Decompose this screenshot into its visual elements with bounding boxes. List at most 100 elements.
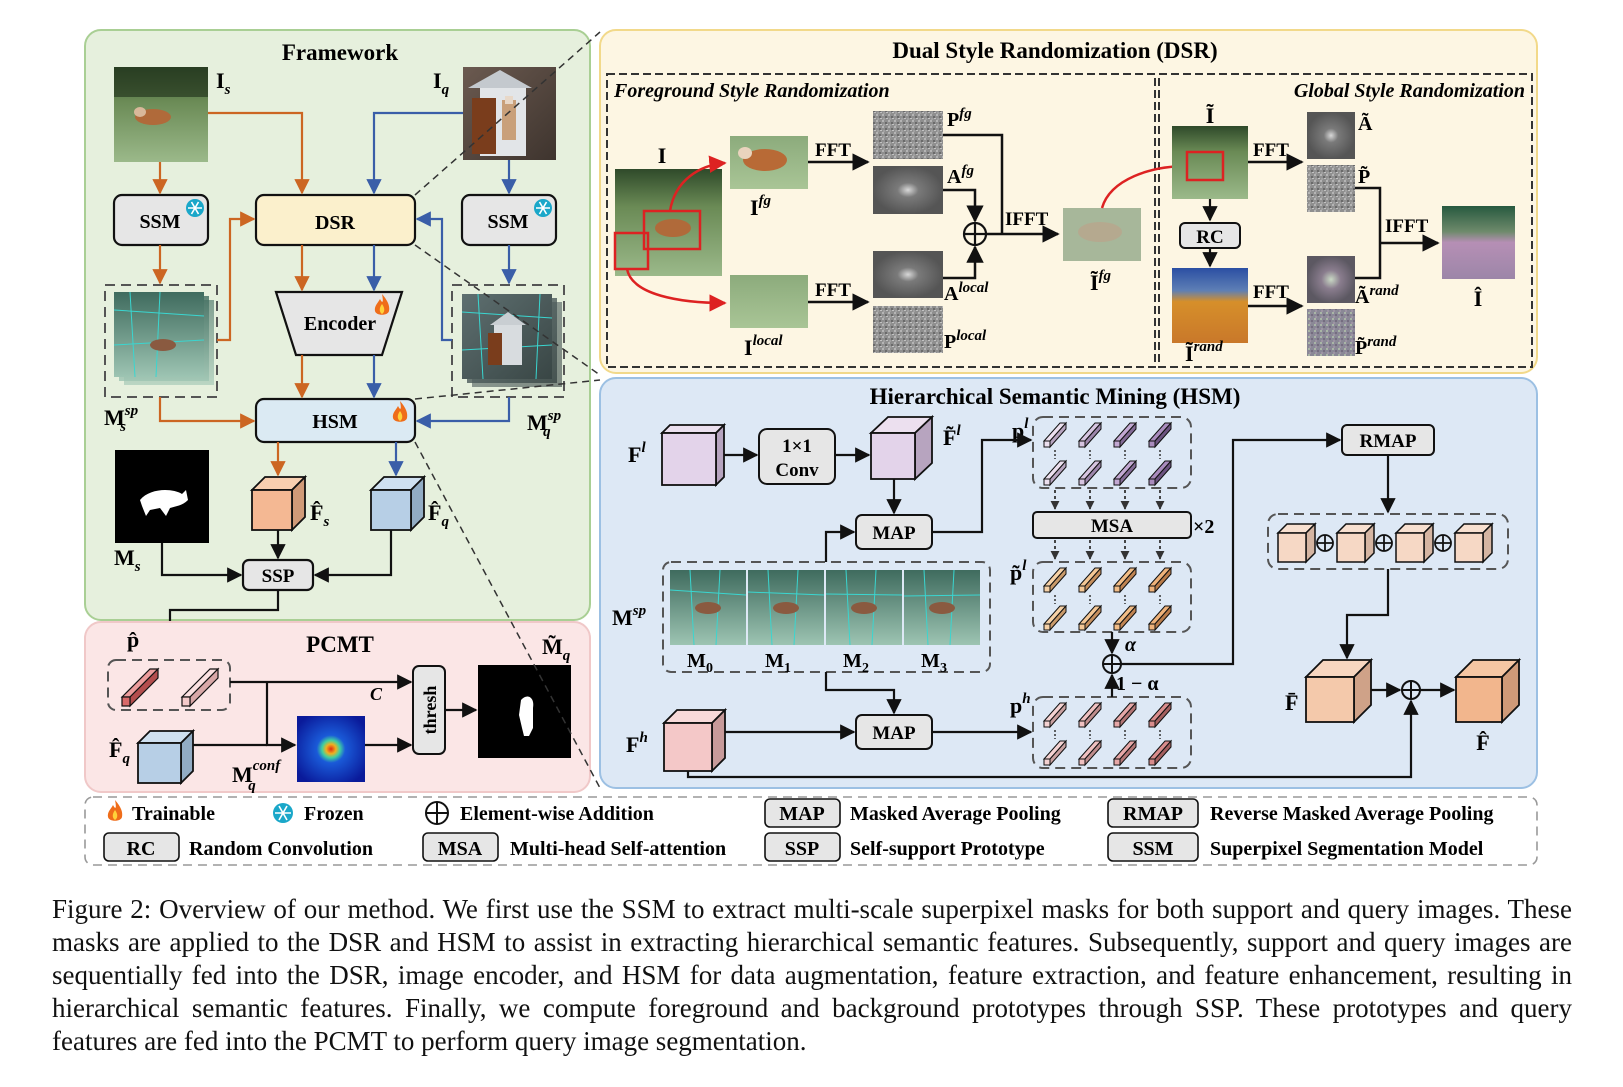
pcmt-title: PCMT — [306, 632, 374, 657]
low-prototypes-group — [1032, 416, 1192, 489]
hsm-flow-arrows — [686, 432, 1456, 779]
gsr-random-label: Ĩrand — [1185, 339, 1223, 366]
superpixel-mask-thumbnail: M3 — [903, 569, 981, 676]
legend-item-trainable: Trainable — [107, 800, 215, 825]
high-prototypes-label: ph — [1010, 691, 1031, 718]
prototype-vector — [1077, 566, 1103, 594]
prototype-vector — [1112, 701, 1138, 729]
superpixel-mask-thumbnail: M2 — [825, 569, 903, 676]
circled-plus-icon — [1102, 654, 1122, 674]
dsr-output-label: Î — [1474, 286, 1483, 311]
flame-icon — [392, 401, 408, 422]
high-level-feature-label: Fh — [626, 730, 648, 757]
framework-panel: Framework Is Iq SSM — [84, 29, 591, 657]
prototype-vector — [1147, 421, 1173, 449]
legend-box-label: RMAP — [1123, 803, 1183, 825]
rc-block-label: RC — [1196, 227, 1223, 248]
legend-box-label: RC — [127, 838, 156, 860]
pcmt-query-feature-label: F̂q — [109, 737, 130, 767]
hsm-block-label: HSM — [312, 411, 358, 433]
legend-box-label: SSM — [1132, 838, 1173, 860]
superpixel-mask-label: M1 — [765, 650, 791, 676]
support-ssm-label: SSM — [139, 211, 180, 233]
legend-label: Random Convolution — [189, 838, 373, 860]
phase-tilde-label: P̃ — [1358, 165, 1370, 188]
legend-item-ssp: SSP Self-support Prototype — [764, 832, 1045, 862]
prototype-vector — [1042, 604, 1068, 632]
query-flow-arrows — [366, 111, 517, 477]
conv-label-line2: Conv — [775, 460, 819, 481]
prototype-label: p̂ — [127, 627, 139, 652]
low-level-feature-cube — [659, 422, 727, 488]
hsm-title: Hierarchical Semantic Mining (HSM) — [870, 384, 1241, 409]
predicted-mask-label: M̃q — [542, 634, 571, 664]
prototype-vector — [1147, 604, 1173, 632]
amplitude-tilde-label: Ã — [1358, 112, 1373, 135]
rmap-block-label: RMAP — [1360, 431, 1417, 452]
prototype-vector — [1042, 739, 1068, 767]
dsr-panel: Dual Style Randomization (DSR) Foregroun… — [599, 29, 1538, 374]
gsr-flow-arrows — [1355, 186, 1440, 280]
legend-label: Element-wise Addition — [460, 803, 654, 825]
query-ssm-block: SSM — [460, 193, 558, 247]
query-superpixel-stack — [451, 284, 565, 398]
legend-label: Multi-head Self-attention — [510, 838, 726, 860]
zoom-connector-lines — [414, 31, 601, 789]
fg-randomized-label: Ĩfg — [1090, 268, 1112, 295]
map-block-low-label: MAP — [872, 523, 916, 544]
conv-block — [758, 428, 836, 485]
prototype-vector — [1077, 604, 1103, 632]
circled-plus-icon — [1401, 680, 1421, 700]
local-crop-arrow — [625, 268, 727, 312]
amplitude-rand-image — [1307, 256, 1355, 303]
prototype-vector — [1077, 459, 1103, 487]
flame-icon — [107, 800, 123, 821]
dsr-input-label: I — [658, 143, 667, 168]
circled-plus-icon — [1375, 534, 1393, 552]
conv-label-line1: 1×1 — [782, 436, 812, 457]
legend-item-frozen: Frozen — [273, 803, 364, 825]
superpixel-mask-thumbnail: M1 — [747, 569, 825, 676]
rmap-cube — [1453, 522, 1494, 564]
enhanced-feature-label: F̂ — [1476, 730, 1489, 755]
figure-caption: Figure 2: Overview of our method. We fir… — [52, 894, 1572, 1056]
phase-rand-image — [1307, 309, 1355, 356]
legend-item-map: MAP Masked Average Pooling — [764, 798, 1061, 828]
fsr-ifft-label: IFFT — [1005, 209, 1049, 230]
query-image — [463, 67, 556, 160]
prototype-vector — [1147, 566, 1173, 594]
legend-item-ssm: SSM Superpixel Segmentation Model — [1107, 832, 1484, 862]
gsr-fft-label-top: FFT — [1253, 140, 1289, 161]
amplitude-tilde-image — [1307, 112, 1355, 159]
prototype-vector — [1042, 459, 1068, 487]
gsr-box — [1158, 73, 1533, 368]
legend-label: Masked Average Pooling — [850, 803, 1061, 825]
legend-box-label: MAP — [779, 803, 825, 825]
snowflake-icon — [273, 803, 293, 823]
support-mask-label: Ms — [114, 545, 141, 575]
foreground-prototype — [120, 667, 160, 708]
prototype-vector — [1112, 739, 1138, 767]
legend-item-rc: RC Random Convolution — [103, 832, 373, 862]
circled-plus-icon — [425, 801, 449, 825]
msa-block-label: MSA — [1091, 516, 1134, 537]
c-label: C — [370, 684, 383, 704]
encoder-label: Encoder — [304, 313, 376, 335]
prototype-vector — [1077, 739, 1103, 767]
amplitude-local-label: Alocal — [944, 280, 989, 305]
prototype-vector — [1147, 701, 1173, 729]
gsr-input-image — [1172, 126, 1248, 199]
hsm-panel: Hierarchical Semantic Mining (HSM) Fl 1×… — [599, 377, 1538, 789]
rmap-cube — [1394, 522, 1435, 564]
amplitude-fg-image — [873, 166, 943, 214]
thresh-label: thresh — [420, 686, 440, 735]
local-crop-image — [730, 275, 808, 328]
ssp-block-label: SSP — [262, 566, 295, 587]
projected-feature-label: F̃l — [943, 423, 961, 450]
superpixel-mask-label: M0 — [687, 650, 713, 676]
circled-plus-icon — [1316, 534, 1334, 552]
support-flow-arrows — [152, 111, 310, 477]
predicted-mask — [478, 665, 571, 758]
